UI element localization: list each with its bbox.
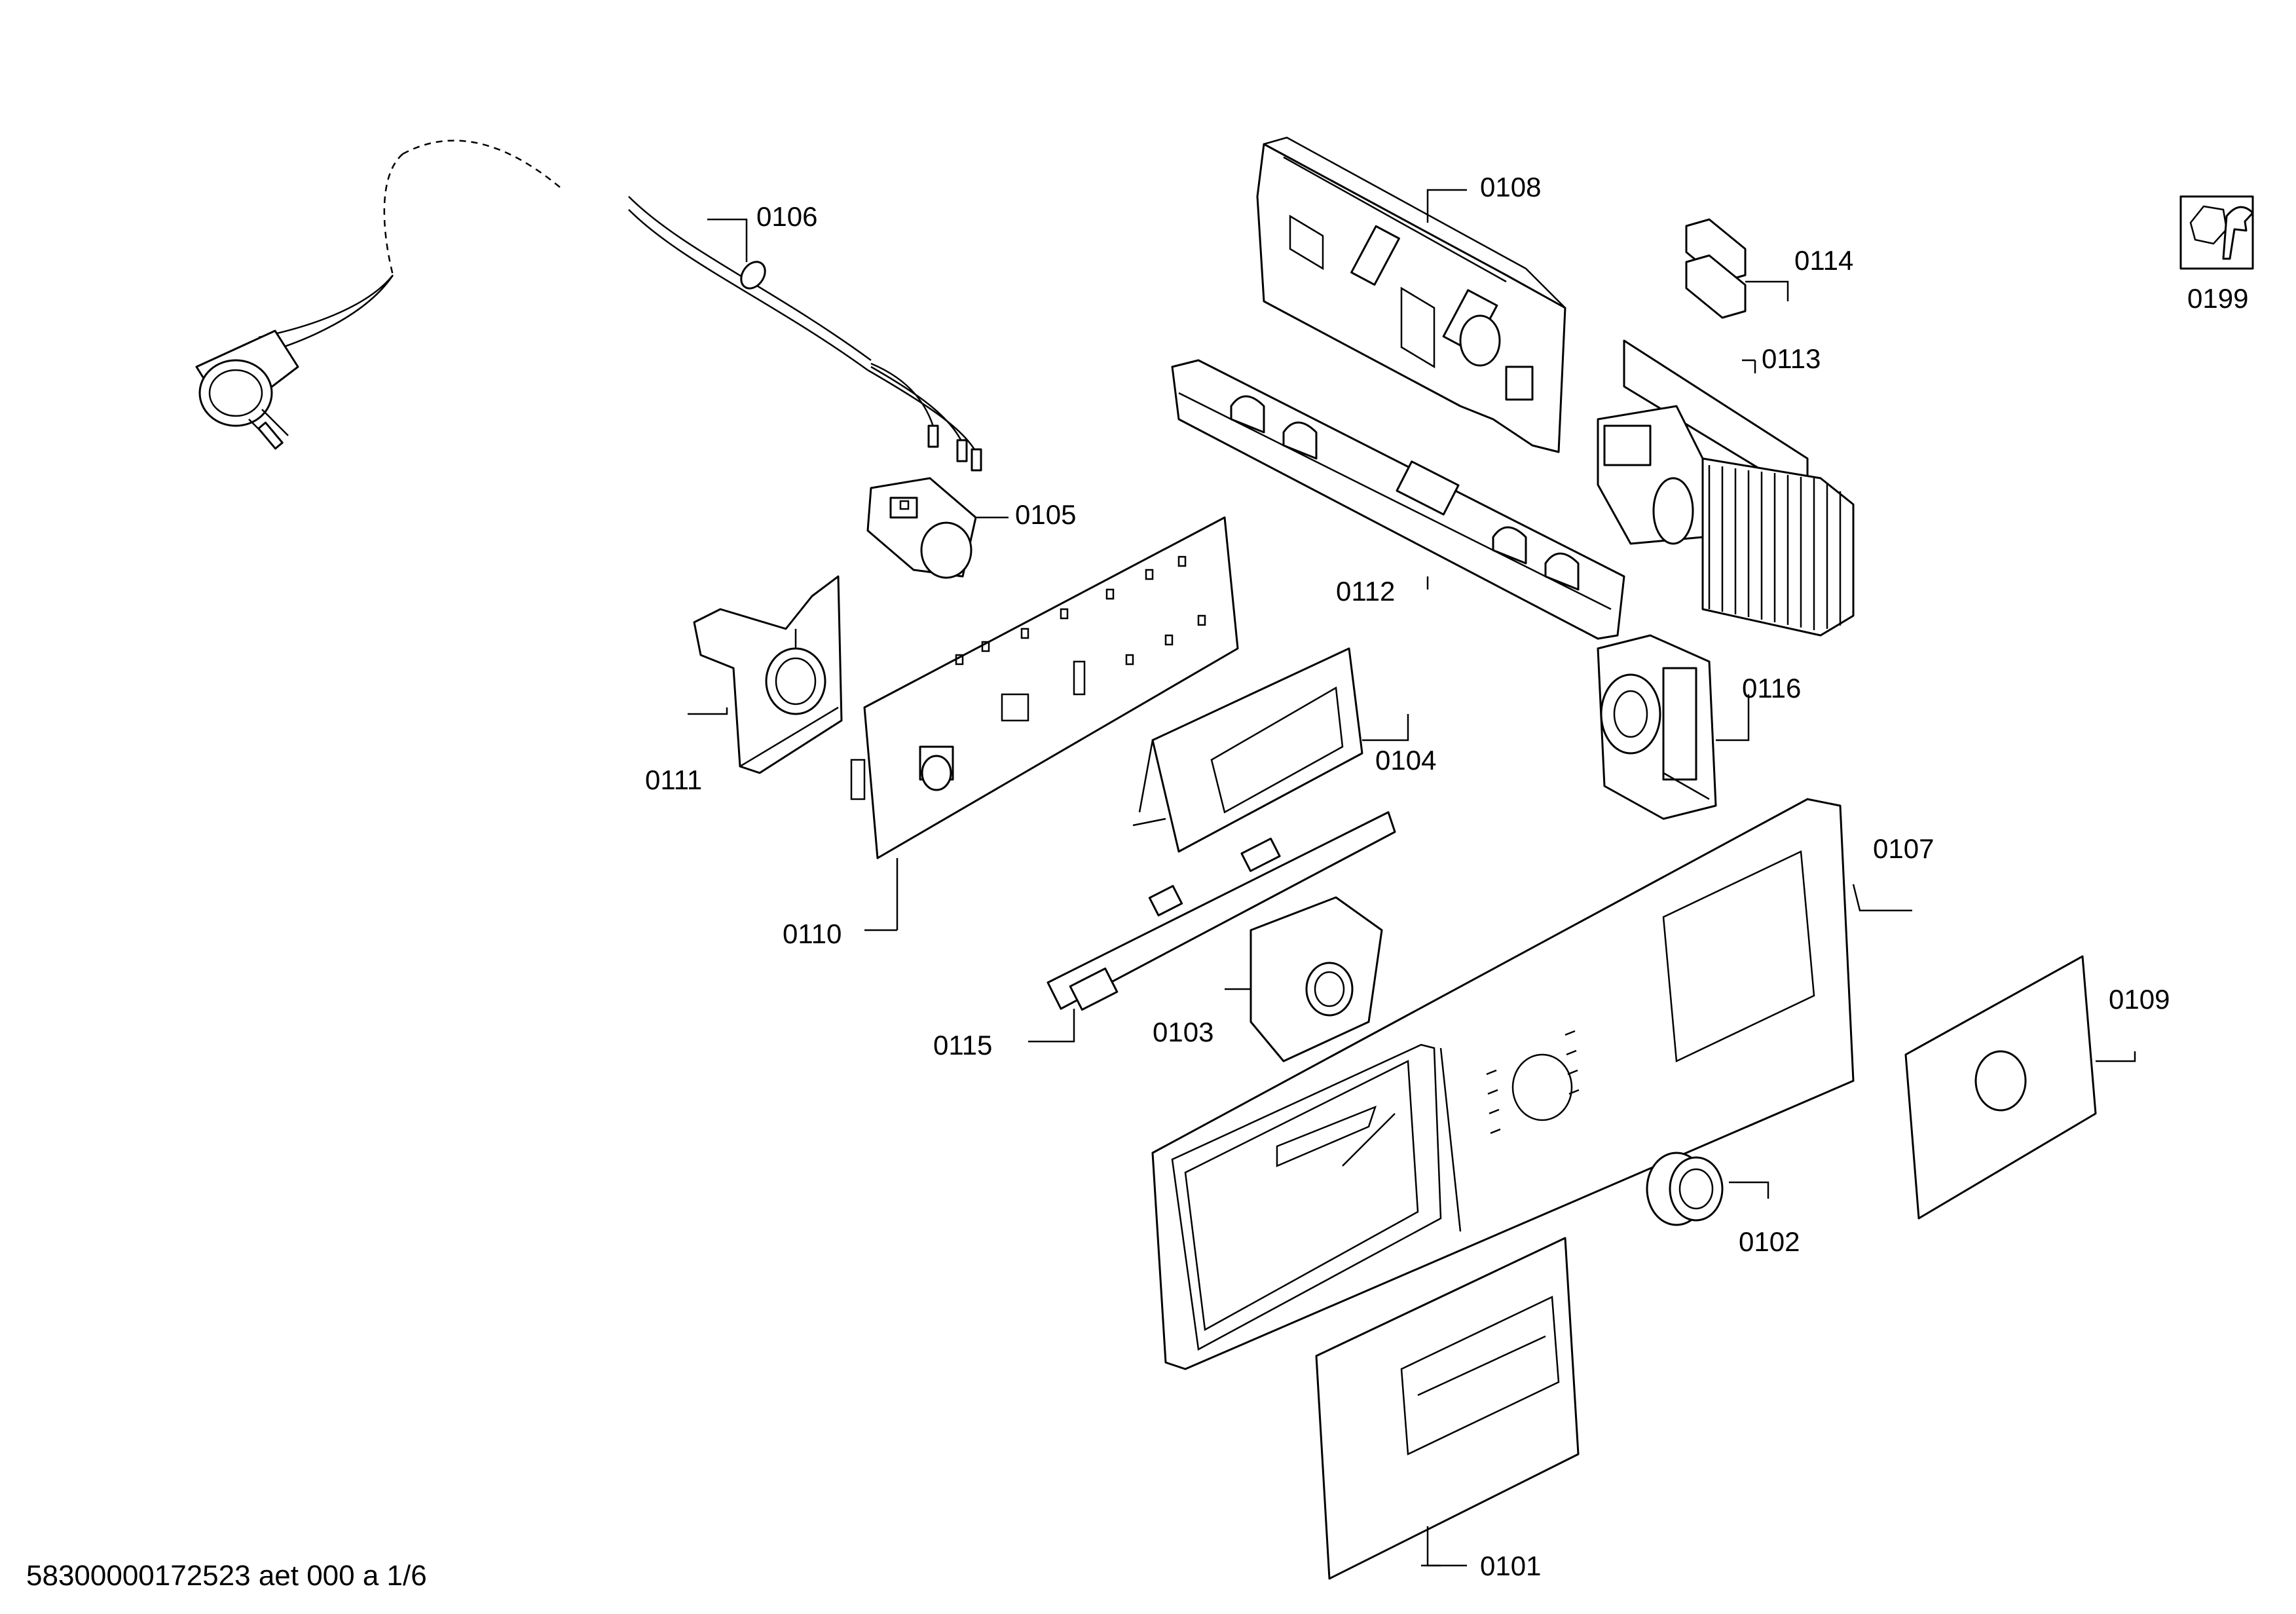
decor-plate	[1904, 955, 2097, 1220]
part-label-0111: 0111	[645, 764, 702, 795]
part-label-0108: 0108	[1480, 172, 1541, 202]
selector-holder	[1250, 896, 1383, 1062]
operating-module-pcb	[850, 516, 1239, 859]
part-label-0199: 0199	[2187, 283, 2248, 314]
part-label-0102: 0102	[1739, 1226, 1800, 1257]
part-label-0116: 0116	[1742, 673, 1801, 704]
button-strip-carrier	[1171, 359, 1625, 640]
document-footer-code: 58300000172523 aet 000 a 1/6	[26, 1560, 427, 1592]
capacitor	[866, 477, 977, 579]
leader-lines	[688, 189, 2136, 1567]
service-symbol: 0199	[2179, 195, 2254, 314]
part-label-0101: 0101	[1480, 1550, 1541, 1581]
part-label-0107: 0107	[1873, 833, 1934, 864]
part-label-0106: 0106	[756, 201, 817, 232]
part-label-0110: 0110	[783, 918, 842, 949]
part-label-0114: 0114	[1794, 245, 1853, 276]
display-frame	[1132, 647, 1363, 853]
part-label-0115: 0115	[933, 1030, 992, 1060]
part-label-0113: 0113	[1762, 343, 1821, 374]
drawer-handle	[1315, 1237, 1580, 1580]
part-label-0104: 0104	[1375, 745, 1436, 776]
part-label-0105: 0105	[1015, 499, 1076, 530]
power-module	[1256, 136, 1566, 453]
fan-unit	[1597, 634, 1717, 820]
part-labels: 0106 0105 0108 0114 0113 0112 0116 0111 …	[645, 172, 2170, 1581]
knob	[1646, 1152, 1724, 1226]
part-label-0103: 0103	[1153, 1017, 1213, 1047]
control-panel-facia	[1151, 798, 1855, 1370]
part-label-0112: 0112	[1336, 576, 1395, 607]
mains-cable	[195, 140, 982, 472]
holder-bracket	[693, 575, 843, 774]
ferrite-clip	[1685, 218, 1747, 319]
motor-control-module	[1597, 339, 1855, 637]
part-label-0109: 0109	[2109, 984, 2170, 1015]
button-rail	[1046, 811, 1396, 1011]
